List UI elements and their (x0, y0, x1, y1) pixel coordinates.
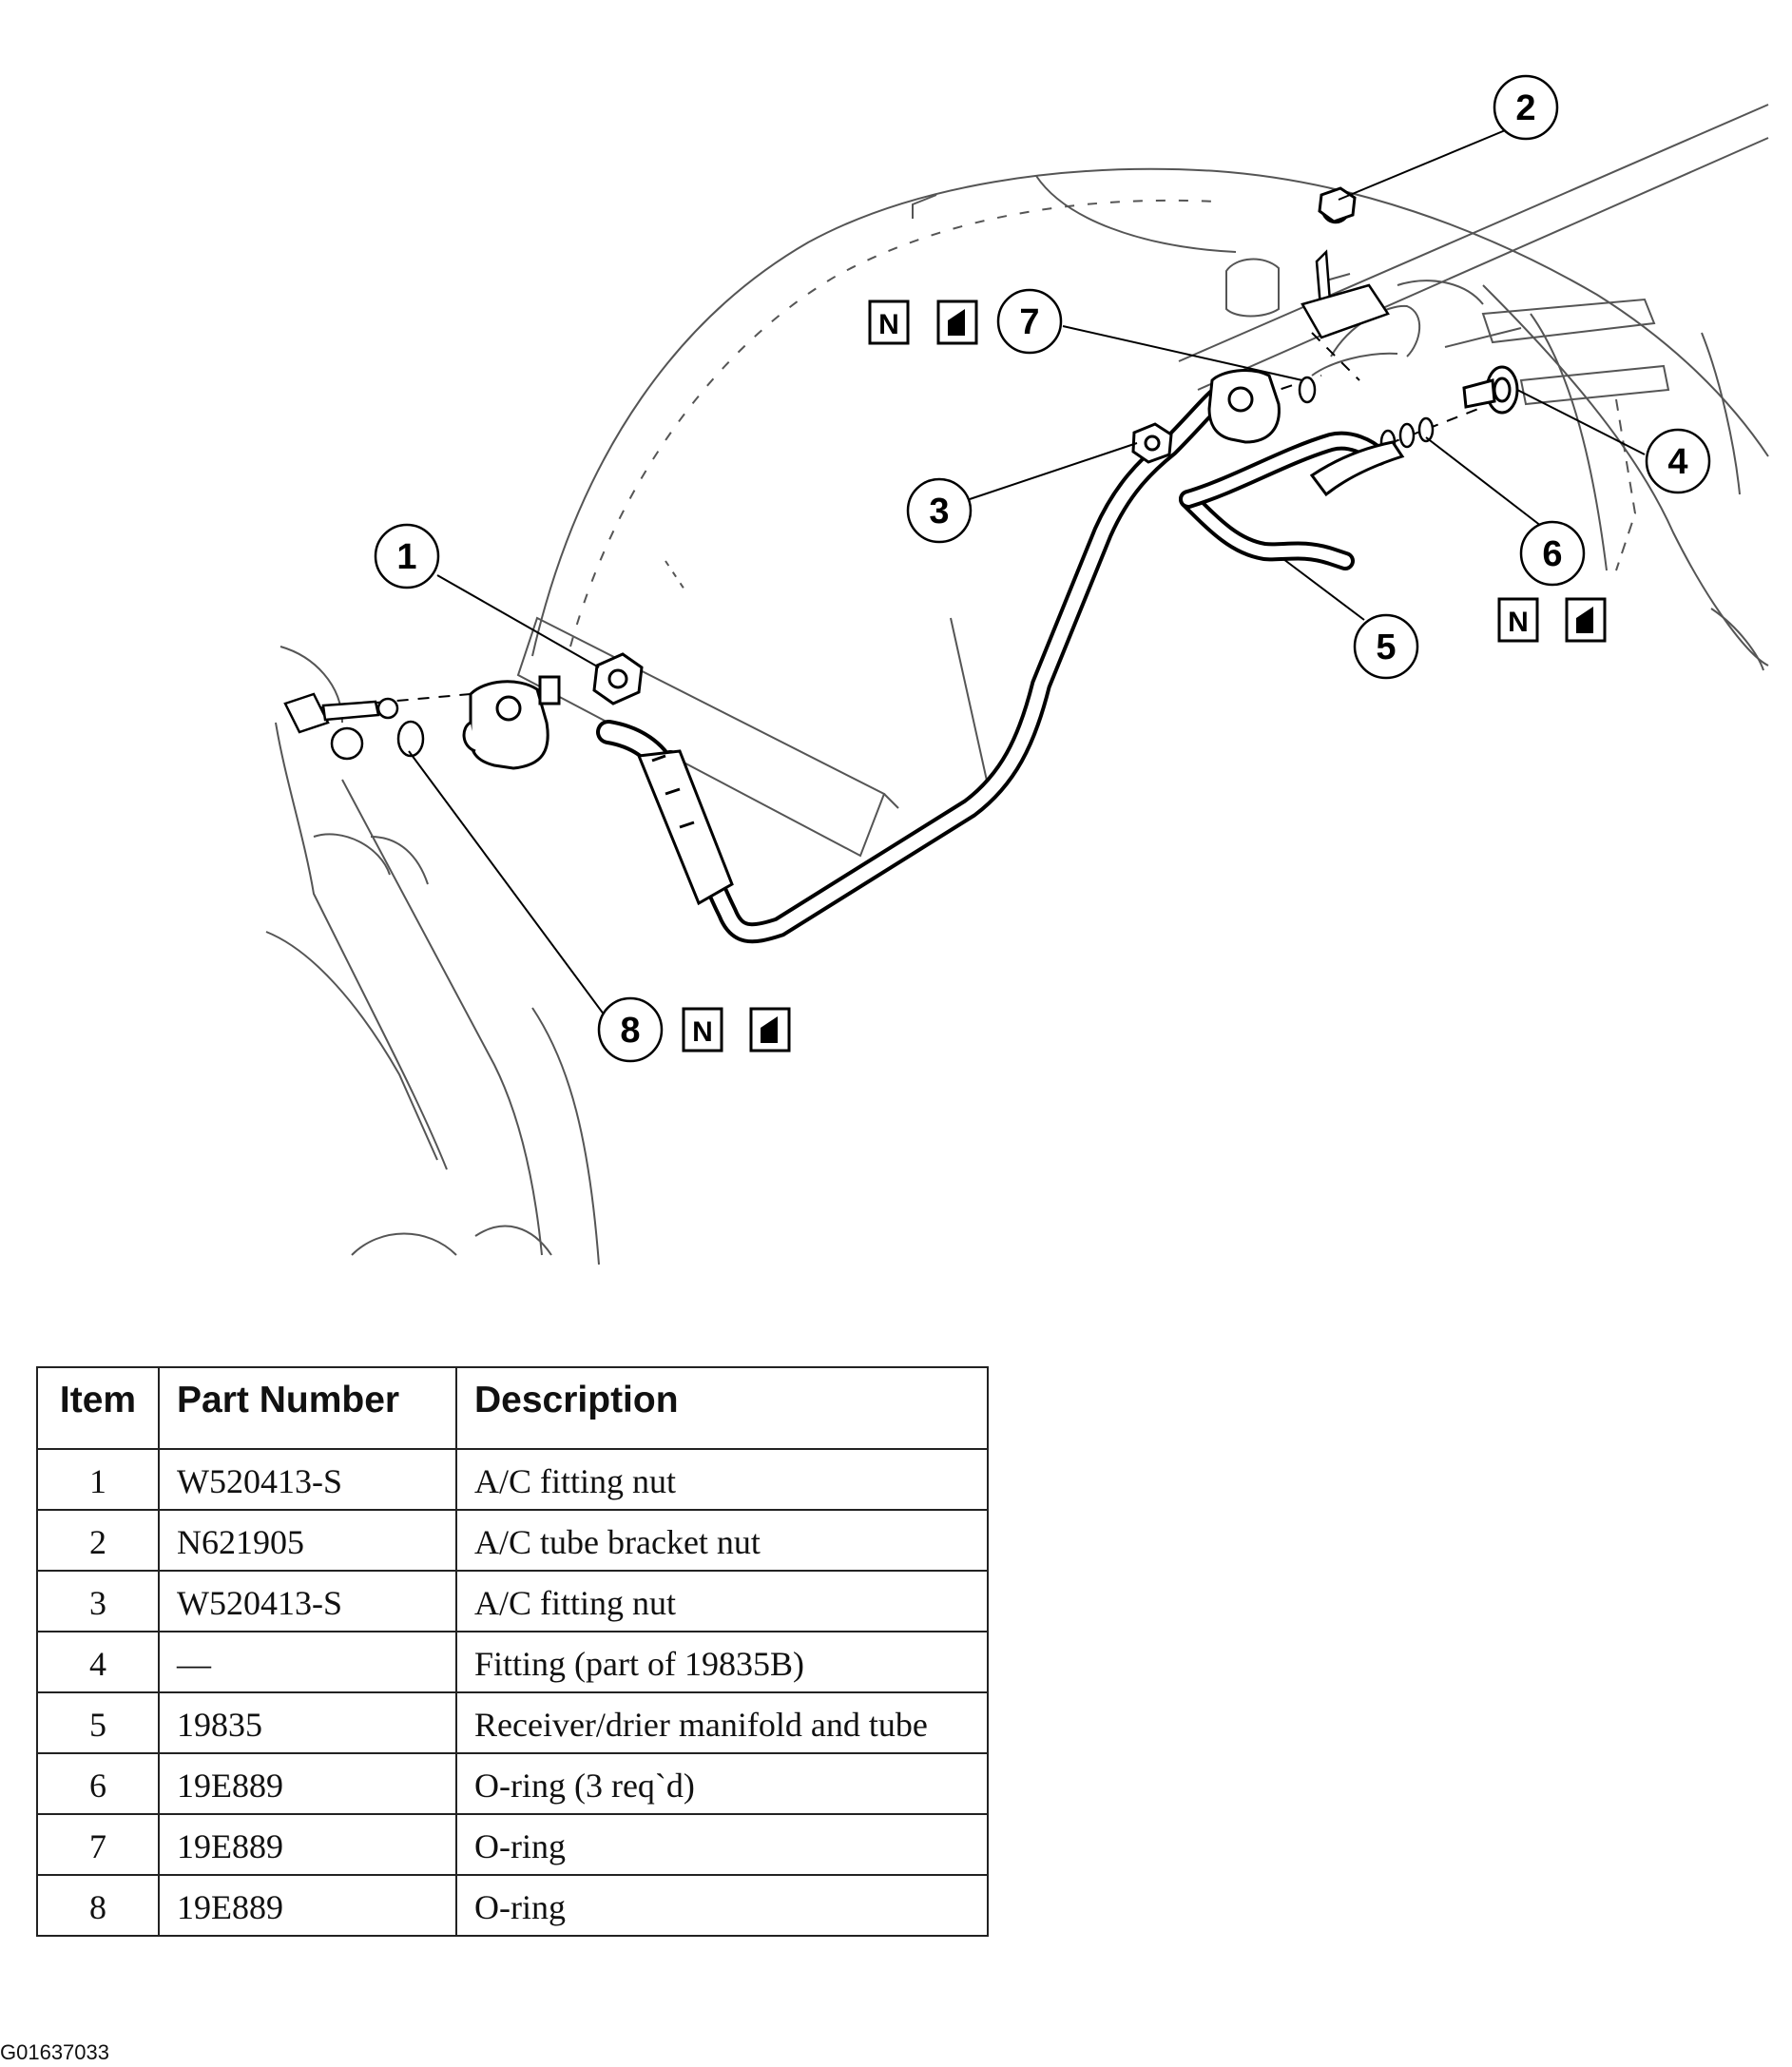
table-row: 6 19E889 O-ring (3 req`d) (36, 1752, 989, 1815)
discard-icon (936, 299, 978, 345)
svg-text:5: 5 (1376, 628, 1396, 667)
engine-bay-background (265, 104, 1769, 1265)
cell-part-number: 19835 (158, 1691, 457, 1754)
table-row: 4 — Fitting (part of 19835B) (36, 1631, 989, 1693)
svg-text:7: 7 (1019, 302, 1039, 342)
header-part-number: Part Number (158, 1366, 457, 1450)
svg-text:1: 1 (396, 537, 416, 577)
svg-text:8: 8 (620, 1011, 640, 1051)
cell-item: 4 (36, 1631, 160, 1693)
table-row: 1 W520413-S A/C fitting nut (36, 1448, 989, 1511)
block-fitting-right (1207, 369, 1281, 444)
o-ring-item-8 (396, 720, 425, 758)
block-fitting-left (462, 675, 561, 770)
header-description: Description (455, 1366, 989, 1450)
callout-item-6: 6 (1519, 520, 1586, 587)
callout-item-5: 5 (1353, 613, 1419, 680)
cell-description: A/C fitting nut (455, 1448, 989, 1511)
table-row: 7 19E889 O-ring (36, 1813, 989, 1876)
cell-item: 7 (36, 1813, 160, 1876)
cell-description: Receiver/drier manifold and tube (455, 1691, 989, 1754)
cell-part-number: N621905 (158, 1509, 457, 1572)
receiver-drier-tube (596, 379, 1388, 944)
callout-item-3: 3 (906, 477, 973, 544)
cell-description: O-ring (3 req`d) (455, 1752, 989, 1815)
cell-part-number: 19E889 (158, 1752, 457, 1815)
cell-item: 3 (36, 1570, 160, 1632)
table-row: 3 W520413-S A/C fitting nut (36, 1570, 989, 1632)
fitting-nut-item-1 (592, 652, 644, 705)
svg-text:6: 6 (1542, 534, 1562, 574)
cell-part-number: W520413-S (158, 1448, 457, 1511)
figure-id: G01637033 (0, 2040, 109, 2064)
svg-text:N: N (692, 1016, 713, 1048)
svg-text:N: N (1508, 607, 1529, 638)
compressor-fitting (283, 692, 399, 761)
svg-text:4: 4 (1667, 442, 1687, 482)
hose-section (636, 440, 1405, 906)
cell-item: 5 (36, 1691, 160, 1754)
table-header-row: Item Part Number Description (36, 1366, 989, 1450)
cell-description: A/C tube bracket nut (455, 1509, 989, 1572)
callout-item-8: 8 (597, 996, 664, 1063)
cell-item: 2 (36, 1509, 160, 1572)
fitting-nut-item-3 (1131, 422, 1173, 464)
new-part-badge-item-8: N (682, 1007, 791, 1053)
svg-text:3: 3 (929, 492, 949, 531)
cell-part-number: W520413-S (158, 1570, 457, 1632)
o-ring-item-7 (1298, 376, 1317, 404)
leader-lines (408, 121, 1646, 1016)
discard-icon (749, 1007, 791, 1053)
parts-table: Item Part Number Description 1 W520413-S… (36, 1366, 989, 1937)
table-row: 8 19E889 O-ring (36, 1874, 989, 1937)
cell-item: 1 (36, 1448, 160, 1511)
tube-bracket-nut-item-2 (1318, 186, 1357, 223)
cell-part-number: 19E889 (158, 1813, 457, 1876)
svg-text:2: 2 (1515, 88, 1535, 128)
fitting-item-4 (1462, 365, 1519, 415)
cell-description: O-ring (455, 1874, 989, 1937)
cell-part-number: — (158, 1631, 457, 1693)
table-row: 5 19835 Receiver/drier manifold and tube (36, 1691, 989, 1754)
table-row: 2 N621905 A/C tube bracket nut (36, 1509, 989, 1572)
cell-item: 6 (36, 1752, 160, 1815)
svg-text:N: N (878, 309, 899, 340)
cell-item: 8 (36, 1874, 160, 1937)
cell-description: Fitting (part of 19835B) (455, 1631, 989, 1693)
new-part-badge-item-7: N (868, 299, 978, 345)
callout-item-2: 2 (1493, 74, 1559, 141)
callout-item-4: 4 (1645, 428, 1711, 494)
new-part-badge-item-6: N (1497, 597, 1607, 643)
cell-description: O-ring (455, 1813, 989, 1876)
header-item: Item (36, 1366, 160, 1450)
callout-item-7: 7 (996, 288, 1063, 355)
cell-part-number: 19E889 (158, 1874, 457, 1937)
cell-description: A/C fitting nut (455, 1570, 989, 1632)
discard-icon (1565, 597, 1607, 643)
exploded-view-diagram: 1 2 3 4 5 6 7 8 N N (265, 74, 1769, 1265)
callout-item-1: 1 (374, 523, 440, 589)
